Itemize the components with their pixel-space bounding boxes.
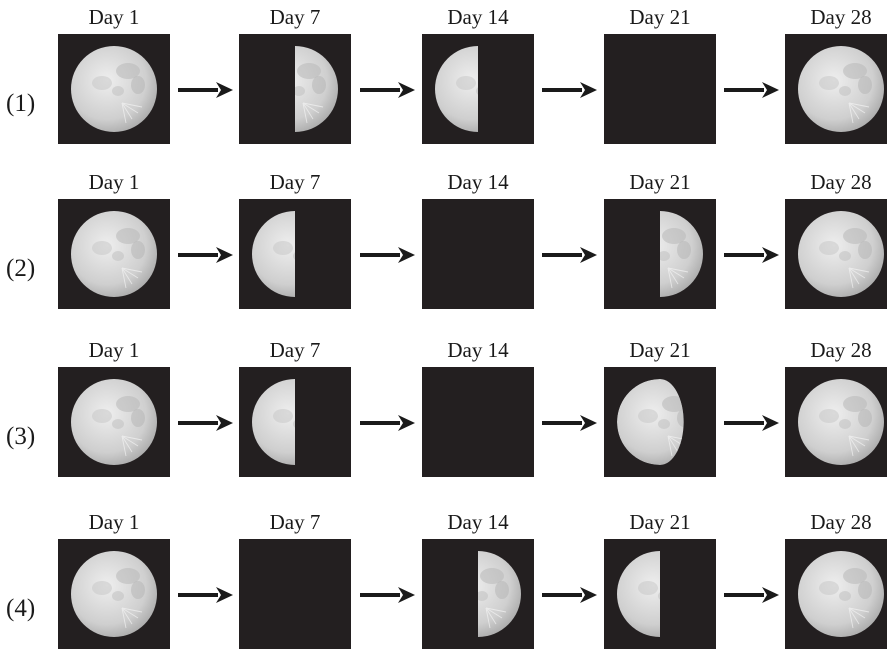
day-label: Day 1 (88, 338, 140, 362)
right-arrow-icon (540, 586, 598, 604)
option-row-3: (3) Day 1 Day 7 (0, 338, 887, 498)
option-row-2: (2) Day 1 Day 7 (0, 170, 887, 330)
moon-full-moon-icon (785, 34, 887, 144)
right-arrow-icon (722, 586, 780, 604)
day-label: Day 7 (269, 510, 321, 534)
right-arrow-icon (722, 414, 780, 432)
day-label: Day 28 (810, 170, 872, 194)
day-label: Day 7 (269, 170, 321, 194)
option-label: (3) (6, 423, 36, 450)
right-arrow-icon (540, 414, 598, 432)
option-label: (2) (6, 255, 36, 282)
moon-right-half-lit-icon (422, 539, 534, 649)
moon-right-half-lit-icon (604, 199, 716, 309)
moon-new-moon-icon (422, 199, 534, 309)
day-label: Day 14 (447, 338, 509, 362)
moon-left-half-lit-icon (239, 367, 351, 477)
moon-full-moon-icon (785, 539, 887, 649)
day-label: Day 14 (447, 170, 509, 194)
right-arrow-icon (358, 81, 416, 99)
day-label: Day 1 (88, 5, 140, 29)
moon-new-moon-icon (239, 539, 351, 649)
day-label: Day 21 (629, 510, 691, 534)
option-row-1: (1) Day 1 Day 7 (0, 5, 887, 165)
moon-left-half-lit-icon (239, 199, 351, 309)
day-label: Day 14 (447, 5, 509, 29)
day-label: Day 1 (88, 510, 140, 534)
right-arrow-icon (176, 81, 234, 99)
moon-right-half-lit-icon (239, 34, 351, 144)
right-arrow-icon (176, 586, 234, 604)
day-label: Day 28 (810, 510, 872, 534)
right-arrow-icon (358, 414, 416, 432)
right-arrow-icon (722, 81, 780, 99)
moon-full-moon-icon (58, 539, 170, 649)
day-label: Day 7 (269, 5, 321, 29)
moon-left-half-lit-icon (604, 539, 716, 649)
right-arrow-icon (358, 586, 416, 604)
moon-new-moon-icon (422, 367, 534, 477)
day-label: Day 7 (269, 338, 321, 362)
option-row-4: (4) Day 1 Day 7 (0, 510, 887, 670)
moon-full-moon-icon (58, 199, 170, 309)
day-label: Day 21 (629, 338, 691, 362)
moon-full-moon-icon (785, 367, 887, 477)
right-arrow-icon (540, 246, 598, 264)
moon-waning-gibbous-icon (604, 367, 716, 477)
right-arrow-icon (722, 246, 780, 264)
right-arrow-icon (176, 414, 234, 432)
day-label: Day 1 (88, 170, 140, 194)
option-label: (1) (6, 90, 36, 117)
moon-full-moon-icon (58, 34, 170, 144)
moon-new-moon-icon (604, 34, 716, 144)
day-label: Day 21 (629, 170, 691, 194)
day-label: Day 14 (447, 510, 509, 534)
right-arrow-icon (358, 246, 416, 264)
moon-full-moon-icon (785, 199, 887, 309)
day-label: Day 28 (810, 338, 872, 362)
right-arrow-icon (540, 81, 598, 99)
right-arrow-icon (176, 246, 234, 264)
day-label: Day 28 (810, 5, 872, 29)
option-label: (4) (6, 595, 36, 622)
moon-full-moon-icon (58, 367, 170, 477)
day-label: Day 21 (629, 5, 691, 29)
moon-left-half-lit-icon (422, 34, 534, 144)
